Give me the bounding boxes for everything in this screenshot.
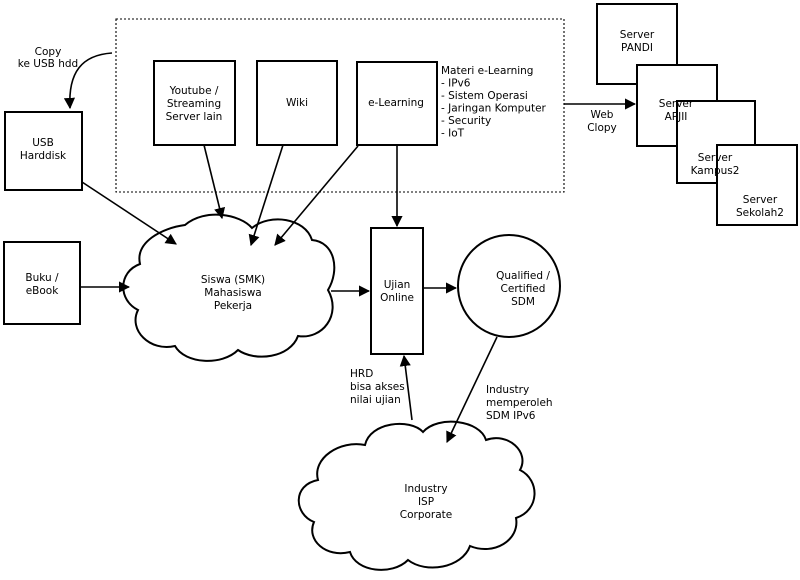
materi-line: - Security bbox=[441, 115, 491, 127]
ujian-line: Online bbox=[380, 292, 414, 304]
buku-ebook-box bbox=[3, 241, 81, 325]
industry-line: Corporate bbox=[400, 509, 453, 521]
wiki-line: Wiki bbox=[286, 97, 308, 109]
server-apjii-line: Server bbox=[659, 98, 694, 110]
arrow-copy-to-usb bbox=[63, 52, 113, 110]
hrd-line: HRD bbox=[350, 368, 373, 380]
qualified-line: Qualified / bbox=[496, 270, 550, 282]
industry-line: ISP bbox=[418, 496, 434, 508]
youtube-line: Youtube / bbox=[169, 85, 219, 97]
arrow-industry-to-ujian bbox=[399, 354, 413, 421]
arrow-youtube-to-siswa bbox=[203, 144, 226, 220]
siswa-line: Pekerja bbox=[214, 300, 252, 312]
materi-line: - Sistem Operasi bbox=[441, 90, 528, 102]
usb-harddisk-line: Harddisk bbox=[20, 150, 67, 162]
industry-cloud bbox=[297, 420, 536, 571]
server-apjii-line: APJII bbox=[665, 111, 688, 123]
copy-note-line: ke USB hdd bbox=[18, 58, 78, 70]
materi-line: Materi e-Learning bbox=[441, 65, 533, 77]
wiki-label: Wiki bbox=[286, 97, 308, 109]
hrd-line: bisa akses bbox=[350, 381, 405, 393]
industry-line: Industry bbox=[404, 483, 447, 495]
siswa-line: Siswa (SMK) bbox=[201, 274, 265, 286]
industry-note-line: memperoleh bbox=[486, 397, 553, 409]
ujian-online-box bbox=[370, 227, 424, 355]
hrd-line: nilai ujian bbox=[350, 394, 401, 406]
elearning-label: e-Learning bbox=[368, 97, 424, 109]
buku-label: Buku /eBook bbox=[25, 272, 59, 297]
qualified-line: SDM bbox=[511, 296, 535, 308]
usb-harddisk-box bbox=[4, 111, 83, 191]
server-pandi-line: PANDI bbox=[621, 42, 653, 54]
copy-note-line: Copy bbox=[35, 46, 62, 58]
server-sekolah2-box bbox=[716, 144, 798, 226]
materi-line: - Jaringan Komputer bbox=[441, 103, 547, 115]
buku-line: eBook bbox=[26, 285, 60, 297]
arrow-elearning-to-siswa bbox=[274, 145, 359, 246]
siswa-line: Mahasiswa bbox=[204, 287, 261, 299]
arrow-qualified-to-industry bbox=[446, 336, 498, 444]
youtube-line: Server lain bbox=[166, 111, 223, 123]
materi-line: - IoT bbox=[441, 128, 465, 140]
materi-line: - IPv6 bbox=[441, 78, 471, 90]
server-sekolah2-line: Sekolah2 bbox=[736, 207, 784, 219]
industry-note-line: Industry bbox=[486, 384, 529, 396]
qualified-sdm-circle bbox=[457, 234, 561, 338]
elearning-line: e-Learning bbox=[368, 97, 424, 109]
industry-note-line: SDM IPv6 bbox=[486, 410, 536, 422]
server-kampus2-line: Kampus2 bbox=[691, 165, 740, 177]
server-pandi-line: Server bbox=[620, 29, 655, 41]
server-sekolah2-line: Server bbox=[743, 194, 778, 206]
ujian-line: Ujian bbox=[384, 279, 411, 291]
resources-group-box bbox=[115, 18, 565, 193]
web-copy-line: Clopy bbox=[587, 122, 617, 134]
qualified-line: Certified bbox=[501, 283, 546, 295]
buku-line: Buku / bbox=[25, 272, 59, 284]
elearning-box bbox=[356, 61, 438, 146]
server-kampus2-line: Server bbox=[698, 152, 733, 164]
arrow-wiki-to-siswa bbox=[248, 144, 284, 247]
usb-harddisk-line: USB bbox=[32, 137, 54, 149]
web-copy-line: Web bbox=[591, 109, 614, 121]
wiki-box bbox=[256, 60, 338, 146]
youtube-line: Streaming bbox=[167, 98, 221, 110]
arrow-usb-to-siswa bbox=[81, 181, 177, 245]
materi-label: Materi e-Learning- IPv6- Sistem Operasi-… bbox=[441, 65, 547, 140]
youtube-streaming-box bbox=[153, 60, 236, 146]
